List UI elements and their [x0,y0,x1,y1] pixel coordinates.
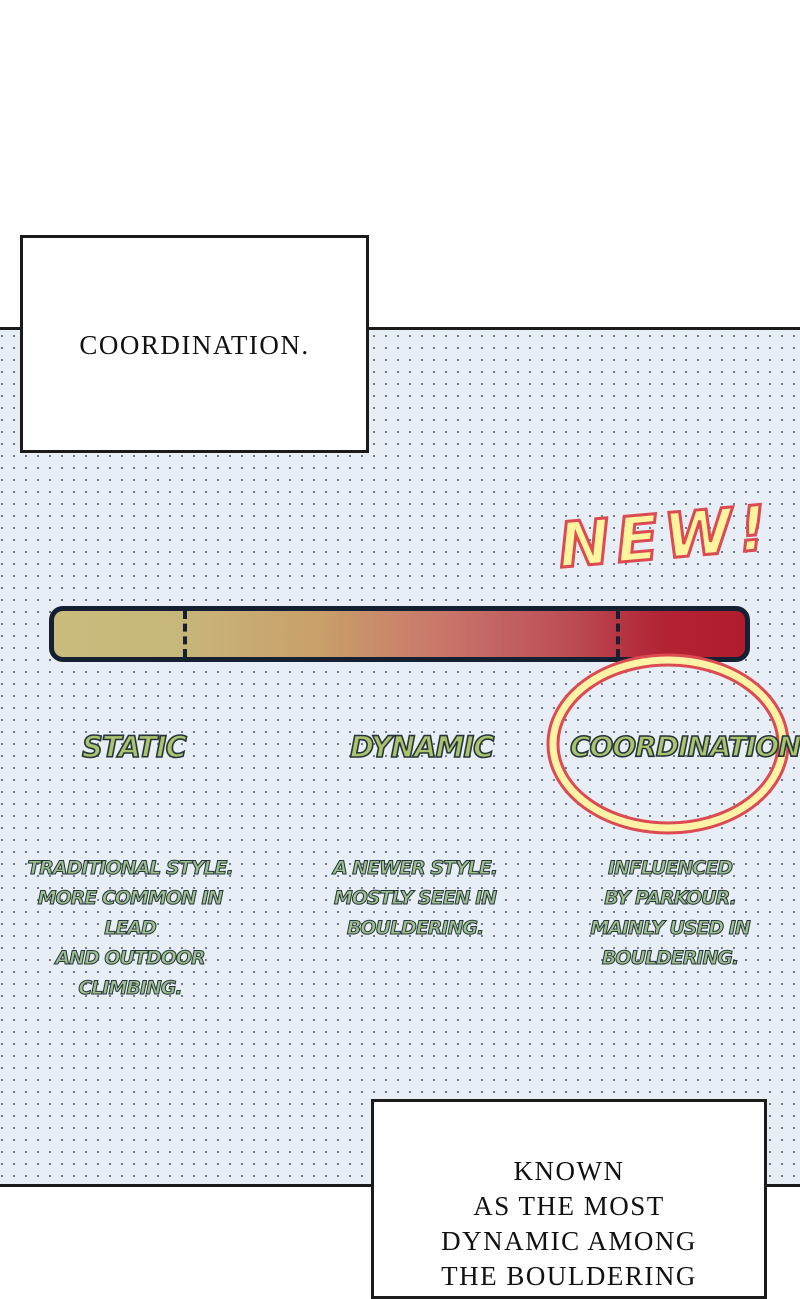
level-label-coordination: COORDINATION [569,729,800,764]
scale-divider-2 [616,611,620,657]
scale-divider-1 [183,611,187,657]
highlight-circle [546,653,790,835]
description-dynamic: A NEWER STYLE. MOSTLY SEEN IN BOULDERING… [332,857,498,940]
caption-bottom-text: KNOWN AS THE MOST DYNAMIC AMONG THE BOUL… [441,1156,697,1291]
description-coordination: INFLUENCED BY PARKOUR. MAINLY USED IN BO… [590,857,752,970]
level-label-static: STATIC [81,729,188,765]
style-scale-bar [49,606,750,662]
level-label-dynamic: DYNAMIC [349,729,495,765]
caption-top-text: COORDINATION. [79,330,310,360]
dotted-panel [0,327,800,1187]
caption-box-top: COORDINATION. [20,235,369,453]
description-static: TRADITIONAL STYLE. MORE COMMON IN LEAD A… [27,857,234,1000]
caption-box-bottom: KNOWN AS THE MOST DYNAMIC AMONG THE BOUL… [371,1099,767,1299]
